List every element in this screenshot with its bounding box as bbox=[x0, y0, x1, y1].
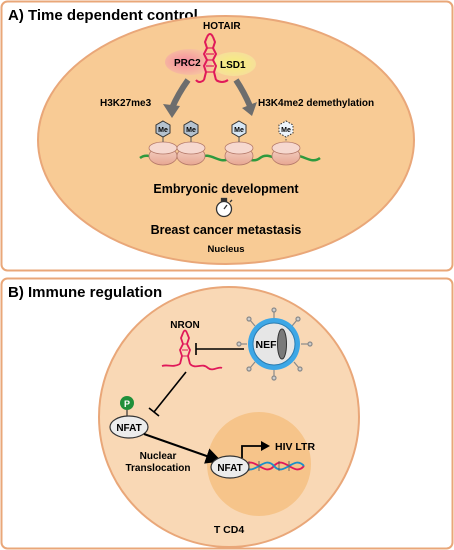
nucleus-ellipse bbox=[37, 15, 415, 265]
right-curved-arrow bbox=[233, 78, 257, 116]
nfat-nuclear-label: NFAT bbox=[217, 463, 242, 474]
nfat-nuclear-shape bbox=[210, 455, 250, 479]
transcription-start-arrow bbox=[241, 441, 270, 458]
nucleosome-4 bbox=[271, 141, 301, 166]
panel-b-title: B) Immune regulation bbox=[8, 284, 162, 301]
me-mark-4-faded: Me bbox=[278, 120, 294, 142]
prc2-complex bbox=[165, 49, 215, 75]
nucleosome-1 bbox=[148, 141, 178, 166]
translocation-label: Translocation bbox=[125, 463, 190, 474]
lsd1-complex bbox=[212, 52, 256, 76]
lsd1-label: LSD1 bbox=[220, 60, 246, 71]
translocation-arrow bbox=[143, 433, 222, 464]
prc2-label: PRC2 bbox=[174, 58, 201, 69]
nuclear-label: Nuclear bbox=[140, 451, 177, 462]
me-text-1: Me bbox=[158, 127, 168, 134]
nef-inhibits-nron bbox=[195, 343, 244, 355]
phosphate-label: P bbox=[124, 399, 130, 409]
phosphate-icon bbox=[120, 396, 134, 416]
nron-inhibits-nfat bbox=[148, 371, 187, 417]
nfat-cytoplasm-shape bbox=[109, 415, 149, 439]
nucleosome-3 bbox=[224, 141, 254, 166]
me-mark-3: Me bbox=[231, 120, 247, 142]
nron-rna-icon bbox=[161, 329, 223, 371]
breast-cancer-label: Breast cancer metastasis bbox=[151, 223, 302, 237]
t-cd4-label: T CD4 bbox=[214, 524, 244, 536]
h3k4me2-label: H3K4me2 demethylation bbox=[258, 98, 374, 109]
hiv-ltr-label: HIV LTR bbox=[275, 441, 315, 453]
embryonic-development-label: Embryonic development bbox=[153, 182, 299, 196]
nucleus-label: Nucleus bbox=[208, 244, 245, 255]
hotair-label: HOTAIR bbox=[203, 21, 241, 32]
me-text-2: Me bbox=[186, 127, 196, 134]
nron-label: NRON bbox=[170, 320, 199, 331]
panel-a-title: A) Time dependent control bbox=[8, 7, 198, 24]
me-text-3: Me bbox=[234, 127, 244, 134]
stopwatch-icon bbox=[215, 197, 233, 218]
hotair-rna-icon bbox=[195, 33, 229, 83]
me-mark-2: Me bbox=[183, 120, 199, 142]
me-mark-1: Me bbox=[155, 120, 171, 142]
nfat-cytoplasm-label: NFAT bbox=[116, 423, 141, 434]
nucleosome-2 bbox=[176, 141, 206, 166]
h3k27me3-label: H3K27me3 bbox=[100, 98, 152, 109]
hiv-virus-icon bbox=[236, 307, 313, 381]
left-curved-arrow bbox=[163, 78, 191, 118]
me-text-4: Me bbox=[281, 127, 291, 134]
nef-label: NEF bbox=[256, 339, 278, 351]
